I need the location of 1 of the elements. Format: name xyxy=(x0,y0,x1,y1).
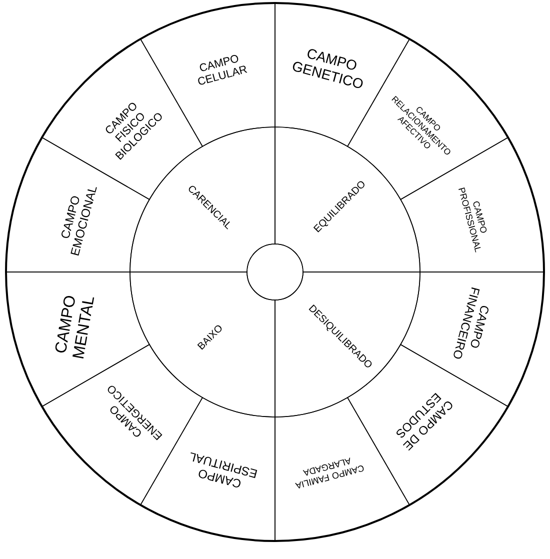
hub-circle xyxy=(246,244,304,300)
